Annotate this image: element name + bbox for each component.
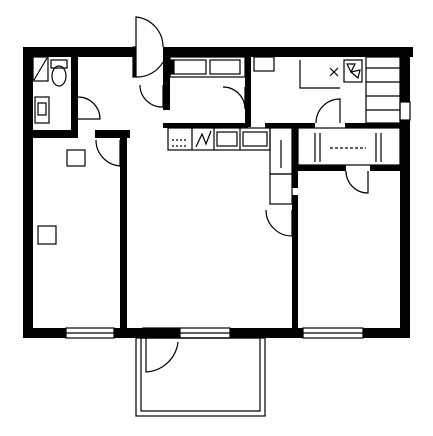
wall-bedroom2-top: [370, 165, 400, 171]
balcony-door-swing: [145, 338, 179, 373]
laundry: [253, 56, 401, 124]
bedroom1-door-swing: [95, 139, 121, 167]
wall-service-bottom: [163, 123, 248, 128]
wall-bathroom-bottom: [33, 130, 78, 138]
toilet-icon: [51, 65, 67, 87]
stove-icon: [195, 130, 212, 148]
sink-icon: [343, 59, 363, 83]
windows: [65, 101, 411, 339]
sauna-bench: [365, 56, 401, 124]
laundry-box: [253, 56, 275, 72]
wall-bathroom-side: [71, 57, 78, 138]
wall-top: [23, 47, 133, 57]
closet-door-swing: [222, 86, 246, 110]
wall-laundry-left: [245, 57, 251, 127]
bathroom-door-swing: [77, 96, 101, 120]
entrance-door: [132, 16, 164, 78]
wall-closet-left: [163, 57, 170, 110]
wall-bedroom2-post: [292, 128, 298, 188]
entrance-door-swing-low: [135, 61, 164, 78]
kitchen-counter: [167, 127, 271, 151]
kitchen-sink-icon: [216, 131, 238, 147]
wall-right: [400, 47, 410, 102]
interior-walls: [33, 57, 400, 328]
kitchen: [167, 127, 293, 205]
bedroom1-chair: [37, 225, 57, 245]
balcony-outline: [135, 337, 266, 417]
balcony: [135, 327, 266, 417]
bedroom1-desk: [66, 149, 86, 167]
wall-left: [23, 47, 33, 338]
laundry-door-swing: [315, 98, 341, 124]
washbasin-icon: [34, 96, 50, 124]
wall-top: [163, 47, 413, 57]
bedroom2-door-swing: [345, 170, 369, 194]
entrance-door-swing: [135, 16, 164, 48]
wall-service-bottom: [265, 123, 315, 128]
wall-bathroom-bottom: [95, 130, 130, 138]
bedroom2-entry-door-swing: [265, 209, 293, 237]
hall-door-swing: [139, 84, 164, 108]
balcony-inner: [140, 337, 261, 412]
shower-box: [32, 56, 49, 82]
toilet-tank: [50, 59, 68, 69]
closet: [139, 56, 246, 110]
exterior-walls: [23, 47, 413, 338]
balcony-door-frame: [142, 327, 180, 339]
wall-bedroom2-left: [292, 195, 298, 328]
wall-right: [400, 120, 410, 338]
window-right: [399, 101, 411, 121]
wall-bedroom2-top: [298, 165, 346, 171]
wall-service-bottom: [345, 123, 400, 128]
entrance-door-leaf: [132, 46, 137, 78]
wall-bedroom-divider: [120, 138, 127, 328]
bedroom-1: [37, 139, 121, 245]
bathroom: [32, 56, 101, 124]
wardrobe-bedroom2: [265, 127, 401, 237]
